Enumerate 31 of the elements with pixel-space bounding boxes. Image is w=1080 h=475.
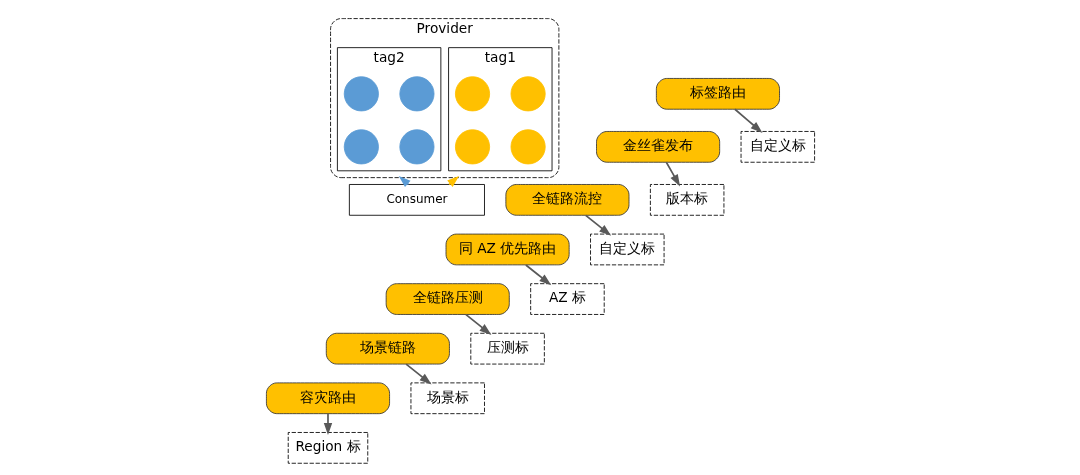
arrow [733,108,763,133]
cluster: tag2 [336,47,441,172]
node-circle [454,76,490,112]
node-circle [343,129,379,165]
node-box: 自定义标 [740,131,815,163]
node-circle [343,76,379,112]
arrow [584,214,611,236]
arrow [323,412,332,436]
node-box: 金丝雀发布 [595,131,720,163]
node-box: 容灾路由 [265,382,390,415]
node-box: 场景标 [410,382,485,415]
node-box: 全链路流控 [504,184,629,216]
node-box: Region 标 [287,432,368,464]
node-box: 自定义标 [589,233,664,266]
node-circle [510,129,546,165]
node-box: 场景链路 [325,332,450,365]
node-circle [398,129,434,165]
node-box: 同 AZ 优先路由 [445,233,570,266]
arrow [524,264,551,286]
node-box: AZ 标 [529,283,605,315]
cluster: tag1 [447,47,552,172]
node-box: 全链路压测 [385,283,510,315]
arrow [404,363,432,385]
node-box: 版本标 [649,184,724,216]
node-circle [398,76,434,112]
arrow [464,313,491,335]
arrow [665,161,680,187]
node-box: 压测标 [469,332,545,365]
node-box: 标签路由 [655,78,780,110]
node-circle [454,129,490,165]
node-circle [510,76,546,112]
